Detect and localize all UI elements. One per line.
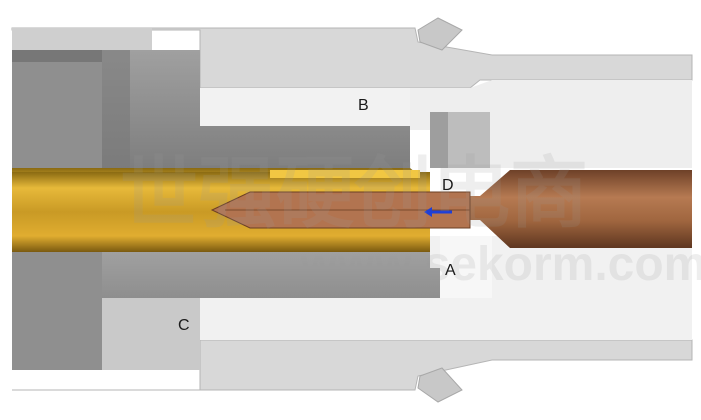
copper-pin <box>470 170 692 248</box>
inner-sleeve-bottom-light <box>102 298 200 370</box>
flow-arrow-head <box>424 207 432 217</box>
cavity-b <box>200 80 692 168</box>
seal-face-light <box>448 112 490 168</box>
locking-tab-top <box>417 17 463 51</box>
locking-tab-bottom <box>417 367 463 403</box>
outer-housing-bottom <box>12 339 693 391</box>
label-c: C <box>178 317 190 334</box>
watermark-line2: www.sekorm.com <box>299 238 701 291</box>
cavity-b-inner <box>200 88 410 126</box>
label-a: A <box>445 262 456 279</box>
inner-sleeve-top-shadow <box>102 50 130 168</box>
watermark-line1: 世强硬创电商 <box>120 149 588 237</box>
cavity-a-ring <box>440 236 492 298</box>
outer-housing-top-band <box>12 28 152 50</box>
rear-body-shade <box>12 50 102 62</box>
brass-socket-slot-top <box>270 170 420 178</box>
label-b: B <box>358 97 369 114</box>
label-d: D <box>442 177 454 194</box>
